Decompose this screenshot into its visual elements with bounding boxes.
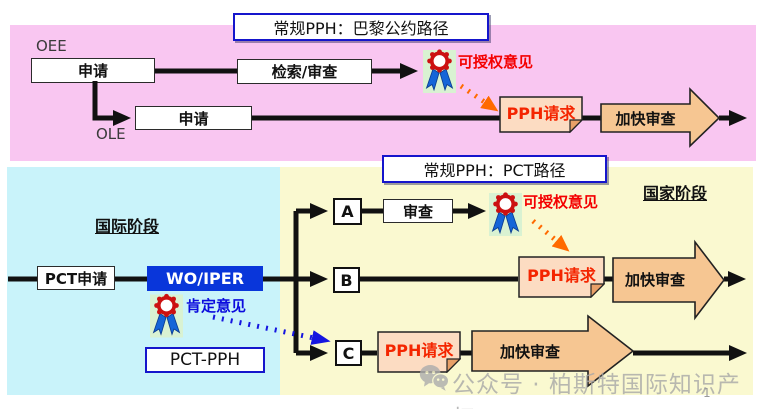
national-phase-label: 国家阶段 bbox=[643, 184, 708, 203]
pph-request-label: PPH请求 bbox=[384, 341, 454, 361]
pph-request-label: PPH请求 bbox=[527, 266, 596, 286]
award-ribbon-icon bbox=[150, 293, 183, 338]
pph-request-note: PPH请求 bbox=[518, 256, 606, 299]
route-a-box: A bbox=[333, 198, 362, 225]
route-c-label: C bbox=[342, 343, 355, 363]
accelerated-exam-label: 加快审查 bbox=[615, 266, 695, 292]
route-b-box: B bbox=[333, 267, 360, 293]
exam-label: 审查 bbox=[402, 202, 433, 221]
pct-route-title-text: 常规PPH：PCT路径 bbox=[423, 161, 566, 180]
pct-application-label: PCT申请 bbox=[44, 269, 108, 288]
international-phase-label: 国际阶段 bbox=[95, 217, 160, 236]
wo-iper-label: WO/IPER bbox=[165, 269, 245, 288]
pph-request-note: PPH请求 bbox=[499, 96, 584, 134]
search-exam-box: 检索/审查 bbox=[237, 59, 372, 84]
pct-pph-label: PCT-PPH bbox=[169, 350, 241, 370]
positive-opinion-label: 肯定意见 bbox=[186, 297, 247, 315]
note-shape bbox=[518, 256, 606, 299]
wechat-icon bbox=[419, 365, 449, 391]
note-shape bbox=[499, 96, 584, 134]
ole-application-label: 申请 bbox=[178, 109, 209, 128]
pct-pph-box: PCT-PPH bbox=[145, 347, 265, 373]
wo-iper-box: WO/IPER bbox=[147, 266, 263, 291]
pct-route-title: 常规PPH：PCT路径 bbox=[382, 155, 607, 183]
accelerated-exam-text: 加快审查 bbox=[624, 270, 685, 289]
route-a-label: A bbox=[341, 202, 354, 221]
ole-label: OLE bbox=[96, 125, 126, 143]
page-number: 1 bbox=[703, 386, 711, 400]
accelerated-exam-label: 加快审查 bbox=[478, 339, 582, 363]
accelerated-exam-label: 加快审查 bbox=[601, 106, 690, 130]
oee-application-box: 申请 bbox=[31, 58, 155, 83]
route-c-box: C bbox=[335, 340, 362, 366]
watermark-text: 公众号 · 柏斯特国际知识产权 bbox=[452, 372, 741, 409]
accelerated-exam-text: 加快审查 bbox=[499, 342, 560, 361]
allowable-opinion-label: 可授权意见 bbox=[458, 53, 534, 71]
paris-route-title-text: 常规PPH：巴黎公约路径 bbox=[273, 19, 449, 38]
ole-application-box: 申请 bbox=[135, 106, 252, 130]
exam-box: 审查 bbox=[383, 199, 453, 223]
paris-route-title: 常规PPH：巴黎公约路径 bbox=[233, 13, 489, 41]
note-shape bbox=[377, 331, 462, 374]
accelerated-exam-text: 加快审查 bbox=[615, 109, 676, 128]
oee-application-label: 申请 bbox=[77, 62, 108, 80]
award-ribbon-icon bbox=[489, 192, 522, 236]
oee-label: OEE bbox=[36, 37, 67, 55]
route-b-label: B bbox=[340, 270, 353, 290]
pct-application-box: PCT申请 bbox=[37, 266, 115, 290]
allowable-opinion-label: 可授权意见 bbox=[523, 193, 599, 211]
search-exam-label: 检索/审查 bbox=[271, 63, 338, 81]
pph-request-label: PPH请求 bbox=[506, 104, 576, 124]
pph-request-note: PPH请求 bbox=[377, 331, 462, 374]
award-ribbon-icon bbox=[423, 49, 456, 93]
